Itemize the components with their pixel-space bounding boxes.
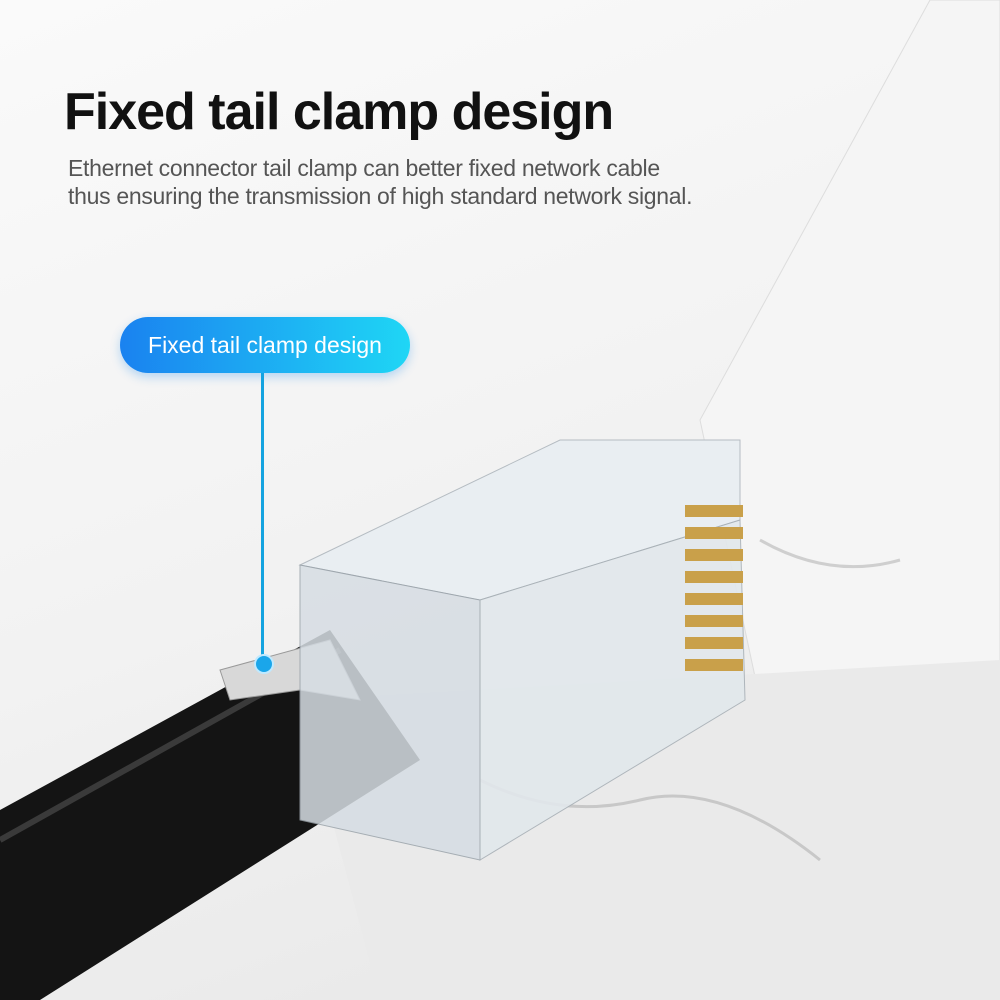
gold-pins [685, 505, 743, 671]
connector-body-side [479, 519, 746, 861]
marble-panel [699, 0, 1000, 701]
connector-body-front [299, 564, 481, 861]
callout-dot [254, 654, 274, 674]
description-line: Ethernet connector tail clamp can better… [68, 155, 660, 181]
description: Ethernet connector tail clamp can better… [68, 154, 692, 210]
description-line: thus ensuring the transmission of high s… [68, 183, 693, 209]
callout-label: Fixed tail clamp design [120, 317, 410, 373]
callout-leader-line [261, 373, 264, 661]
page-title: Fixed tail clamp design [64, 83, 614, 141]
